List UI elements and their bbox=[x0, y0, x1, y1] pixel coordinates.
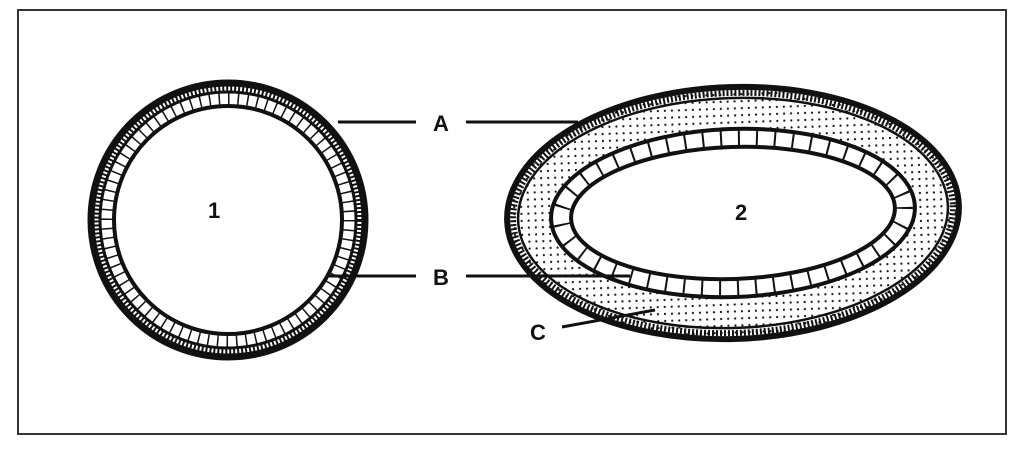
vessel-1: 1 bbox=[87, 79, 369, 361]
label-2: 2 bbox=[735, 200, 747, 225]
label-b: B bbox=[433, 265, 449, 290]
label-c: C bbox=[530, 320, 546, 345]
leader-lines bbox=[328, 120, 656, 329]
label-1: 1 bbox=[208, 198, 220, 223]
vessel-2 bbox=[504, 83, 962, 343]
label-a: A bbox=[433, 111, 449, 136]
